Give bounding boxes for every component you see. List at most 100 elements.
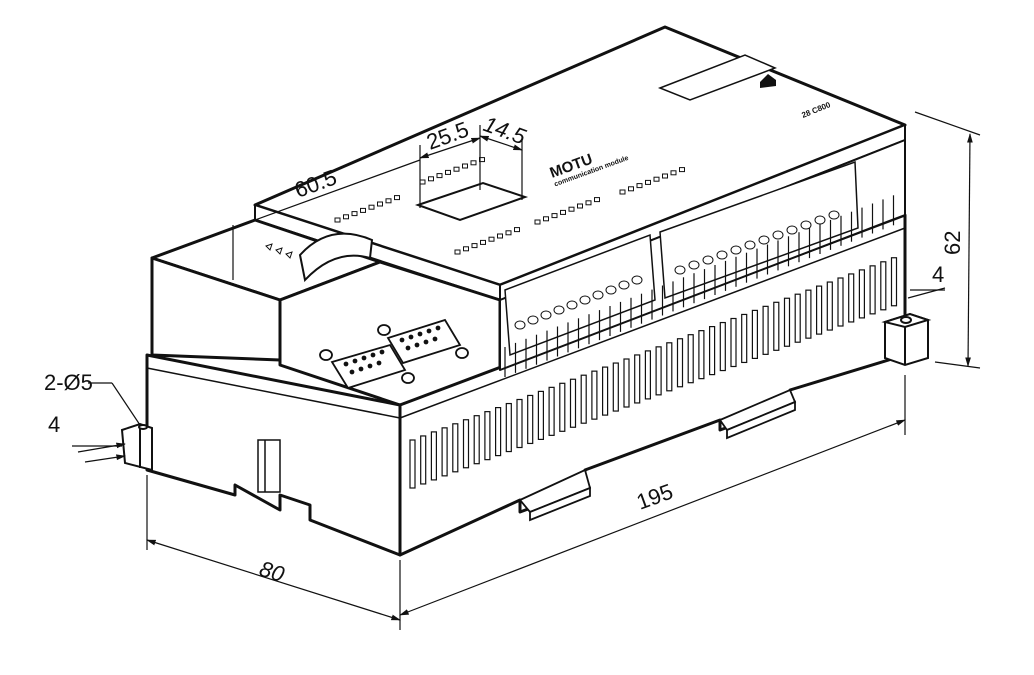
indicator-2: [275, 247, 283, 255]
led-indicator: [568, 206, 575, 212]
vent-slot: [826, 281, 833, 331]
vent-slot: [783, 297, 791, 347]
led-indicator: [470, 160, 477, 166]
vent-slot: [495, 407, 502, 457]
display-window: [414, 181, 529, 222]
db9-pin: [423, 339, 429, 345]
db9-pin: [414, 342, 420, 348]
vent-slot: [484, 411, 491, 461]
led-indicator: [662, 173, 668, 179]
led-indicator: [636, 183, 643, 189]
indicator-1: [265, 243, 273, 251]
led-indicator: [534, 219, 541, 225]
vent-slot: [505, 402, 512, 453]
led-indicator: [514, 227, 520, 233]
led-indicator: [462, 163, 468, 169]
led-indicator: [679, 167, 685, 173]
led-indicator: [505, 230, 512, 236]
led-indicator: [377, 201, 383, 207]
vent-slot: [580, 374, 587, 424]
vent-slot: [773, 301, 780, 351]
mounting-foot-left: [120, 422, 153, 472]
vent-slot: [591, 370, 598, 420]
terminal-block-2: [659, 160, 859, 300]
terminal-fins-upper: [504, 195, 895, 377]
vent-slot: [473, 415, 480, 465]
db9-connector-lower: [319, 343, 415, 390]
vent-slot: [815, 285, 823, 335]
vent-slot: [869, 265, 876, 315]
db9-pin: [426, 328, 432, 334]
db9-pin: [379, 349, 385, 355]
db9-connector-upper: [377, 318, 469, 365]
led-indicator: [385, 198, 392, 204]
vent-slot: [612, 362, 619, 412]
led-indicator: [551, 213, 558, 219]
vent-slot: [527, 394, 534, 445]
vent-slot: [548, 386, 555, 436]
vent-slot: [837, 277, 844, 327]
led-indicator: [594, 197, 600, 203]
vent-slot: [601, 366, 609, 416]
db9-pin: [352, 358, 358, 364]
db9-pin: [367, 363, 373, 369]
left-block-details: [265, 232, 374, 283]
vent-slot: [676, 338, 684, 388]
db9-pin: [370, 352, 376, 358]
led-indicator: [454, 249, 461, 255]
dim-foot-left-label: 4: [48, 412, 60, 437]
vent-slot: [441, 427, 448, 477]
vent-slot: [516, 398, 523, 449]
db9-pin: [376, 360, 382, 366]
mounting-foot-right: [881, 312, 932, 367]
led-indicator: [343, 214, 349, 220]
vent-slot: [655, 346, 662, 396]
vent-slot: [420, 435, 427, 485]
vent-slot: [666, 342, 673, 392]
led-indicator: [368, 204, 375, 210]
vent-slot: [698, 330, 705, 380]
vent-slot: [537, 390, 545, 440]
led-indicator: [480, 239, 486, 245]
home-icon: [760, 74, 776, 88]
led-indicator: [488, 236, 495, 242]
vent-slot: [409, 439, 416, 489]
led-indicator: [497, 233, 503, 239]
led-indicator: [351, 211, 358, 217]
vent-slot: [890, 257, 898, 307]
db9-pin: [417, 331, 423, 337]
db9-pin: [358, 366, 364, 372]
led-indicator: [577, 203, 583, 209]
front-slot: [257, 439, 281, 493]
vent-slot: [430, 431, 437, 481]
vent-slot: [719, 321, 726, 372]
terminal-screws-2: [674, 210, 840, 275]
led-indicator: [453, 166, 460, 172]
db9-pin: [405, 345, 411, 351]
dim-length-label: 195: [633, 479, 676, 515]
db9-pin: [349, 369, 355, 375]
front-split-line: [146, 367, 401, 419]
vent-slot: [634, 354, 641, 404]
vent-slot: [762, 305, 769, 355]
vent-slot: [794, 293, 801, 343]
dimension-lines: [72, 111, 981, 630]
vent-slot: [687, 334, 694, 384]
vent-slot: [559, 382, 566, 432]
indicator-3: [285, 251, 293, 259]
vent-slot: [569, 378, 577, 428]
vent-slot: [858, 269, 866, 319]
vent-slot: [805, 289, 812, 339]
led-indicator: [585, 200, 592, 206]
vent-slot: [452, 423, 459, 473]
db9-pin: [408, 334, 414, 340]
vent-slot: [623, 358, 630, 408]
cable-cap: [298, 232, 374, 283]
led-indicator: [394, 195, 400, 201]
lid-details: [334, 54, 777, 255]
led-indicator: [463, 246, 469, 252]
led-indicator: [670, 170, 677, 176]
dim-foot-right-label: 4: [932, 262, 944, 287]
led-indicator: [471, 243, 478, 249]
